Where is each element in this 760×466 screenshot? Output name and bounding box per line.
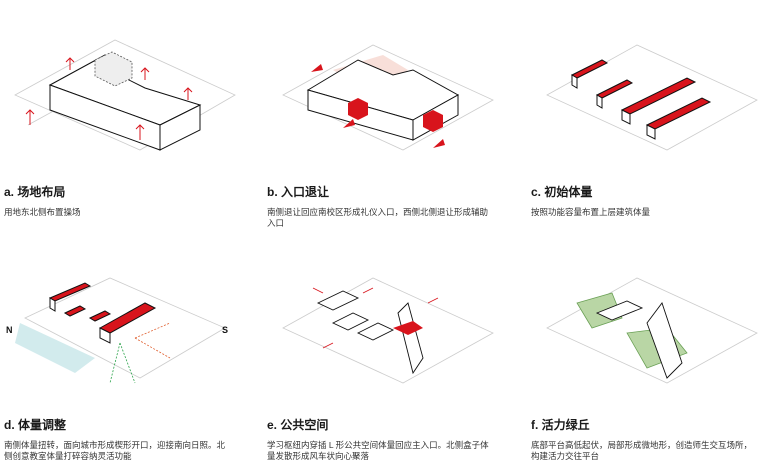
panel-title: d. 体量调整 (4, 418, 66, 432)
panel-description: 南侧退让回应南校区形成礼仪入口，西侧北侧退让形成辅助入口 (267, 207, 489, 228)
south-label: S (222, 325, 229, 335)
panel-description: 学习枢纽内穿插 L 形公共空间体量回应主入口。北侧盒子体量发散形成风车状向心聚落 (267, 440, 489, 461)
panel-title: a. 场地布局 (4, 185, 66, 199)
panel-title: f. 活力绿丘 (531, 418, 590, 432)
entrance-setback-diagram (263, 0, 503, 180)
panel-e: e. 公共空间 学习枢纽内穿插 L 形公共空间体量回应主入口。北侧盒子体量发散形… (263, 233, 503, 466)
panel-title: e. 公共空间 (267, 418, 329, 432)
green-hill-diagram (527, 233, 760, 413)
panel-description: 底部平台高低起伏，局部形成微地形，创造师生交互场所，构建活力交往平台 (531, 440, 753, 461)
panel-description: 用地东北侧布置操场 (4, 207, 81, 217)
panel-d: N S d. 体量调整 南侧体量扭转，面向城市形成楔形开口，迎接南向日照。北侧创… (0, 233, 240, 466)
massing-adjustment-diagram (0, 233, 240, 413)
public-space-diagram (263, 233, 503, 413)
panel-f: f. 活力绿丘 底部平台高低起伏，局部形成微地形，创造师生交互场所，构建活力交往… (527, 233, 760, 466)
initial-massing-diagram (527, 0, 760, 180)
panel-title: c. 初始体量 (531, 185, 593, 199)
panel-title: b. 入口退让 (267, 185, 329, 199)
panel-b: b. 入口退让 南侧退让回应南校区形成礼仪入口，西侧北侧退让形成辅助入口 (263, 0, 503, 233)
north-label: N (6, 325, 13, 335)
panel-description: 南侧体量扭转，面向城市形成楔形开口，迎接南向日照。北侧创意教室体量打碎容纳灵活功… (4, 440, 226, 461)
panel-a: a. 场地布局 用地东北侧布置操场 (0, 0, 240, 233)
panel-c: c. 初始体量 按照功能容量布置上层建筑体量 (527, 0, 760, 233)
panel-description: 按照功能容量布置上层建筑体量 (531, 207, 651, 217)
site-layout-diagram (0, 0, 240, 180)
